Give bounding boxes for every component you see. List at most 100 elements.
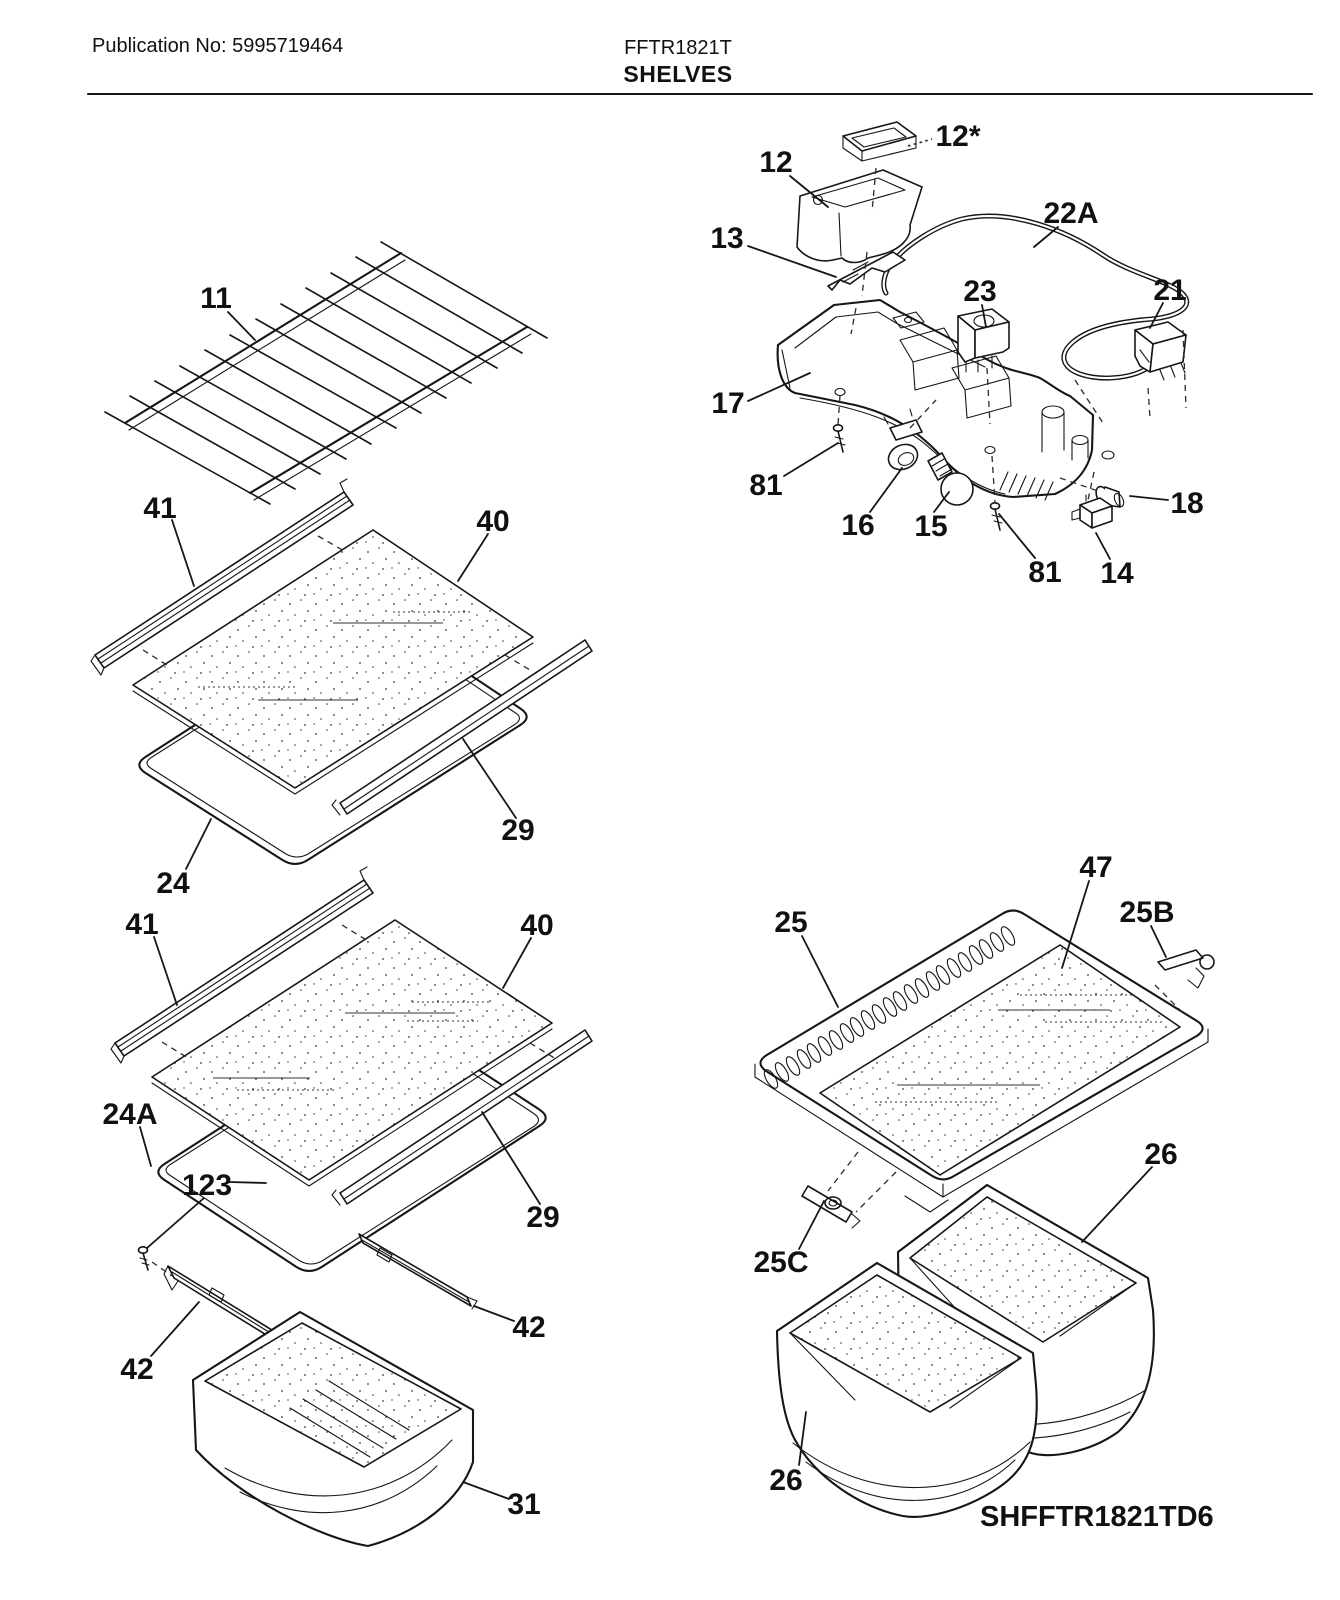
switch-21 [1134,321,1187,381]
svg-text:123: 123 [182,1169,232,1202]
svg-text:22A: 22A [1043,197,1098,230]
svg-text:29: 29 [501,814,534,847]
callout-40-lower: 40 [502,909,554,989]
callout-29-upper: 29 [462,738,535,847]
svg-text:16: 16 [841,509,874,542]
svg-text:41: 41 [143,492,176,525]
diagram-code: SHFFTR1821TD6 [980,1501,1214,1533]
svg-text:24A: 24A [102,1098,157,1131]
svg-text:26: 26 [1144,1138,1177,1171]
svg-text:14: 14 [1100,557,1134,590]
crisper-pan-31 [191,1310,475,1548]
wire-harness-22a [881,213,1190,381]
screw-81-left [832,423,846,453]
rear-trim-rail-29-upper [331,639,593,816]
callout-42-left: 42 [120,1301,200,1386]
callout-12star: 12* [907,120,981,153]
callout-42-right: 42 [473,1305,546,1344]
control-housing-17 [776,298,1115,501]
callout-22a: 22A [1033,197,1099,248]
shelf-latch-25c [801,1151,897,1229]
light-housing-12 [796,169,923,264]
lamp-socket-16 [883,408,923,471]
bracket-13 [827,251,906,291]
svg-text:21: 21 [1153,274,1186,307]
svg-text:15: 15 [914,510,947,543]
svg-text:12*: 12* [935,120,980,153]
svg-text:29: 29 [526,1201,559,1234]
svg-text:42: 42 [512,1311,545,1344]
svg-text:11: 11 [200,282,232,315]
model-number: FFTR1821T [624,37,732,59]
callout-29-lower: 29 [481,1111,560,1234]
crisper-pan-26-left [775,1261,1038,1518]
svg-text:12: 12 [759,146,792,179]
callout-14: 14 [1095,532,1134,590]
svg-text:24: 24 [156,867,190,900]
callout-81-left: 81 [749,442,839,502]
light-lens-12star [842,121,917,162]
svg-text:81: 81 [1028,556,1061,589]
callout-17: 17 [711,372,811,420]
svg-text:81: 81 [749,469,782,502]
callout-13: 13 [710,222,837,278]
glass-insert-47 [819,944,1181,1176]
callout-23: 23 [963,275,997,328]
switch-14 [1071,494,1113,529]
rear-trim-rail-29-lower [331,1029,593,1206]
svg-text:31: 31 [507,1488,540,1521]
callout-123: 123 [146,1169,267,1249]
svg-text:40: 40 [520,909,553,942]
svg-text:47: 47 [1079,851,1112,884]
screw-81-right [989,501,1003,531]
callout-25b: 25B [1119,896,1175,958]
front-trim-rail-41-lower [110,866,374,1064]
callout-31: 31 [462,1481,541,1521]
wire-shelf-11 [104,241,548,505]
callout-41-upper: 41 [143,492,195,587]
page-header: Publication No: 5995719464 FFTR1821T SHE… [86,35,1314,96]
svg-text:18: 18 [1170,487,1203,520]
svg-text:23: 23 [963,275,996,308]
glass-shelf-40-lower [151,919,553,1187]
front-trim-rail-41-upper [90,478,354,676]
svg-text:25C: 25C [753,1246,808,1279]
svg-text:17: 17 [711,387,744,420]
callout-11: 11 [200,282,256,341]
callout-40-upper: 40 [457,505,510,582]
callout-15: 15 [914,491,950,543]
alignment-dashes [837,167,1187,503]
callout-47: 47 [1061,851,1113,969]
publication-number: Publication No: 5995719464 [92,35,343,57]
svg-text:42: 42 [120,1353,153,1386]
cover-shelf-25 [754,909,1209,1213]
svg-text:40: 40 [476,505,509,538]
svg-text:41: 41 [125,908,158,941]
callout-12: 12 [759,146,829,208]
callout-26-upper: 26 [1081,1138,1178,1243]
callout-18: 18 [1129,487,1204,520]
svg-text:26: 26 [769,1464,802,1497]
callout-24: 24 [156,818,212,900]
svg-text:25B: 25B [1119,896,1174,929]
svg-text:13: 13 [710,222,743,255]
shelf-assembly-upper [90,478,593,866]
slide-rail-42-right [358,1233,478,1310]
glass-shelf-40-upper [132,529,534,795]
callout-21: 21 [1149,274,1187,329]
callout-81-right: 81 [998,513,1062,589]
shelf-bracket-25b [1154,949,1215,1013]
callout-24a: 24A [102,1098,158,1167]
light-bulb-15 [927,452,974,506]
callout-26-lower: 26 [769,1411,807,1497]
svg-text:25: 25 [774,906,807,939]
callout-25: 25 [774,906,839,1008]
vent-slots [763,926,1016,1089]
callout-16: 16 [841,467,903,542]
callout-25c: 25C [753,1200,825,1279]
callout-41-lower: 41 [125,908,178,1006]
shelf-assembly-lower [110,866,593,1277]
screw-123 [137,1246,150,1271]
